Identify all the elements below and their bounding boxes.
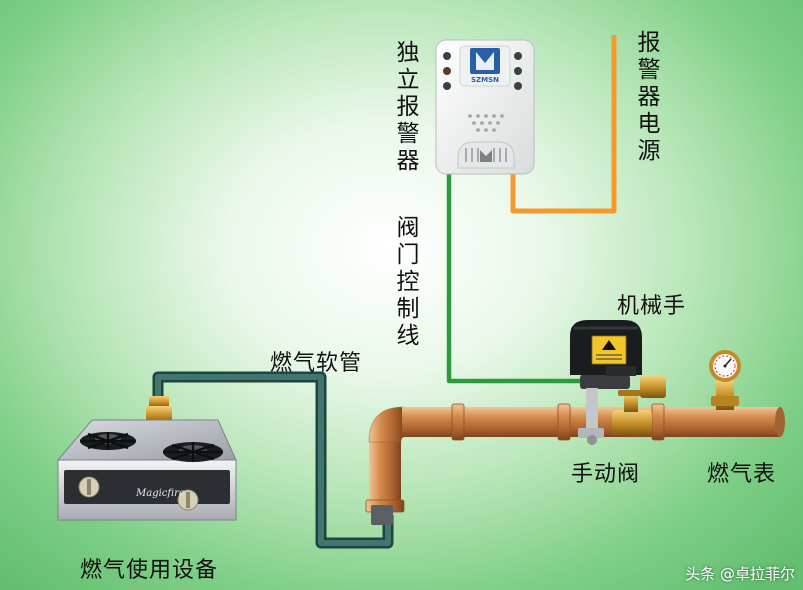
stove-brand: Magicfire — [135, 488, 185, 499]
manipulator-label: 机械手 — [617, 294, 687, 319]
manipulator-icon — [570, 320, 642, 445]
valve-control-wire — [446, 172, 586, 384]
alarm-power-wire — [510, 35, 617, 214]
standalone-alarm-device-icon — [435, 39, 535, 175]
manual-valve-label: 手动阀 — [571, 462, 641, 487]
watermark: 头条 @卓拉菲尔 — [685, 565, 795, 583]
standalone-alarm-label: 独立报警器 — [396, 40, 420, 174]
gas-hose — [152, 371, 394, 549]
gas-meter-icon — [709, 350, 741, 410]
gas-meter-label: 燃气表 — [707, 462, 777, 487]
manual-valve-icon — [612, 376, 666, 436]
gas-appliance-label: 燃气使用设备 — [80, 558, 219, 583]
gas-hose-label: 燃气软管 — [270, 351, 363, 376]
gas-stove-icon — [56, 419, 237, 521]
alarm-brand: SZMSN — [471, 76, 499, 84]
hose-fitting-icon — [371, 505, 393, 525]
valve-control-line-label: 阀门控制线 — [396, 215, 420, 349]
alarm-power-label: 报警器电源 — [637, 30, 661, 164]
